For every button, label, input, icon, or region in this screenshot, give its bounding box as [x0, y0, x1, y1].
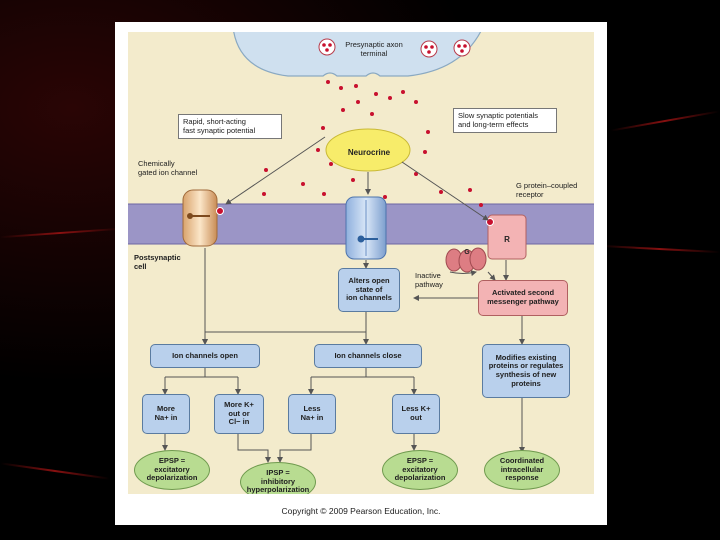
neurocrine-label: Neurocrine [348, 148, 391, 157]
less-k-box: Less K+ out [392, 394, 440, 434]
g-protein [445, 247, 487, 273]
presynaptic-terminal [233, 32, 482, 77]
background-streak [610, 110, 720, 132]
alters-open-state-box: Alters open state of ion channels [338, 268, 400, 312]
ion-channels-open-box: Ion channels open [150, 344, 260, 368]
slow-potential-callout: Slow synaptic potentials and long-term e… [453, 108, 557, 134]
less-na-box: Less Na+ in [288, 394, 336, 434]
postsynaptic-label: Postsynaptic cell [134, 253, 181, 271]
ion-channels-close-box: Ion channels close [314, 344, 422, 368]
neurocrine-ellipse [325, 128, 411, 172]
diagram-graphics: Neurocrine R G [128, 32, 594, 463]
modifies-proteins-box: Modifies existing proteins or regulates … [482, 344, 570, 398]
epsp-outcome-1: EPSP = excitatory depolarization [134, 450, 210, 490]
chemically-gated-channel [182, 189, 224, 247]
pathway-arrows [202, 136, 525, 453]
chemically-gated-label: Chemically gated ion channel [138, 159, 198, 177]
branch-lines [205, 312, 367, 342]
copyright-text: Copyright © 2009 Pearson Education, Inc. [281, 506, 441, 516]
synaptic-vesicles [318, 38, 471, 58]
fast-potential-callout: Rapid, short-acting fast synaptic potent… [178, 114, 282, 140]
ipsp-outcome: IPSP = inhibitory hyperpolarization [240, 462, 316, 494]
inactive-pathway-label: Inactive pathway [415, 271, 443, 289]
g-protein-label: G [464, 249, 470, 256]
more-k-box: More K+ out or Cl− in [214, 394, 264, 434]
presynaptic-label: Presynaptic axon terminal [345, 40, 403, 58]
neurotransmitter-molecules [262, 80, 483, 207]
gpcr-label: G protein–coupled receptor [516, 181, 578, 199]
slide: Neurocrine R G Presynaptic axon terminal… [115, 22, 607, 525]
epsp-outcome-2: EPSP = excitatory depolarization [382, 450, 458, 490]
receptor-r-label: R [504, 235, 510, 244]
background-streak [0, 462, 110, 480]
more-na-box: More Na+ in [142, 394, 190, 434]
coordinated-response-outcome: Coordinated intracellular response [484, 450, 560, 490]
background-streak [0, 227, 120, 239]
modulated-ion-channel [345, 196, 387, 260]
background-streak [600, 244, 720, 254]
synaptic-diagram: Neurocrine R G Presynaptic axon terminal… [128, 32, 594, 494]
activated-second-messenger-box: Activated second messenger pathway [478, 280, 568, 316]
